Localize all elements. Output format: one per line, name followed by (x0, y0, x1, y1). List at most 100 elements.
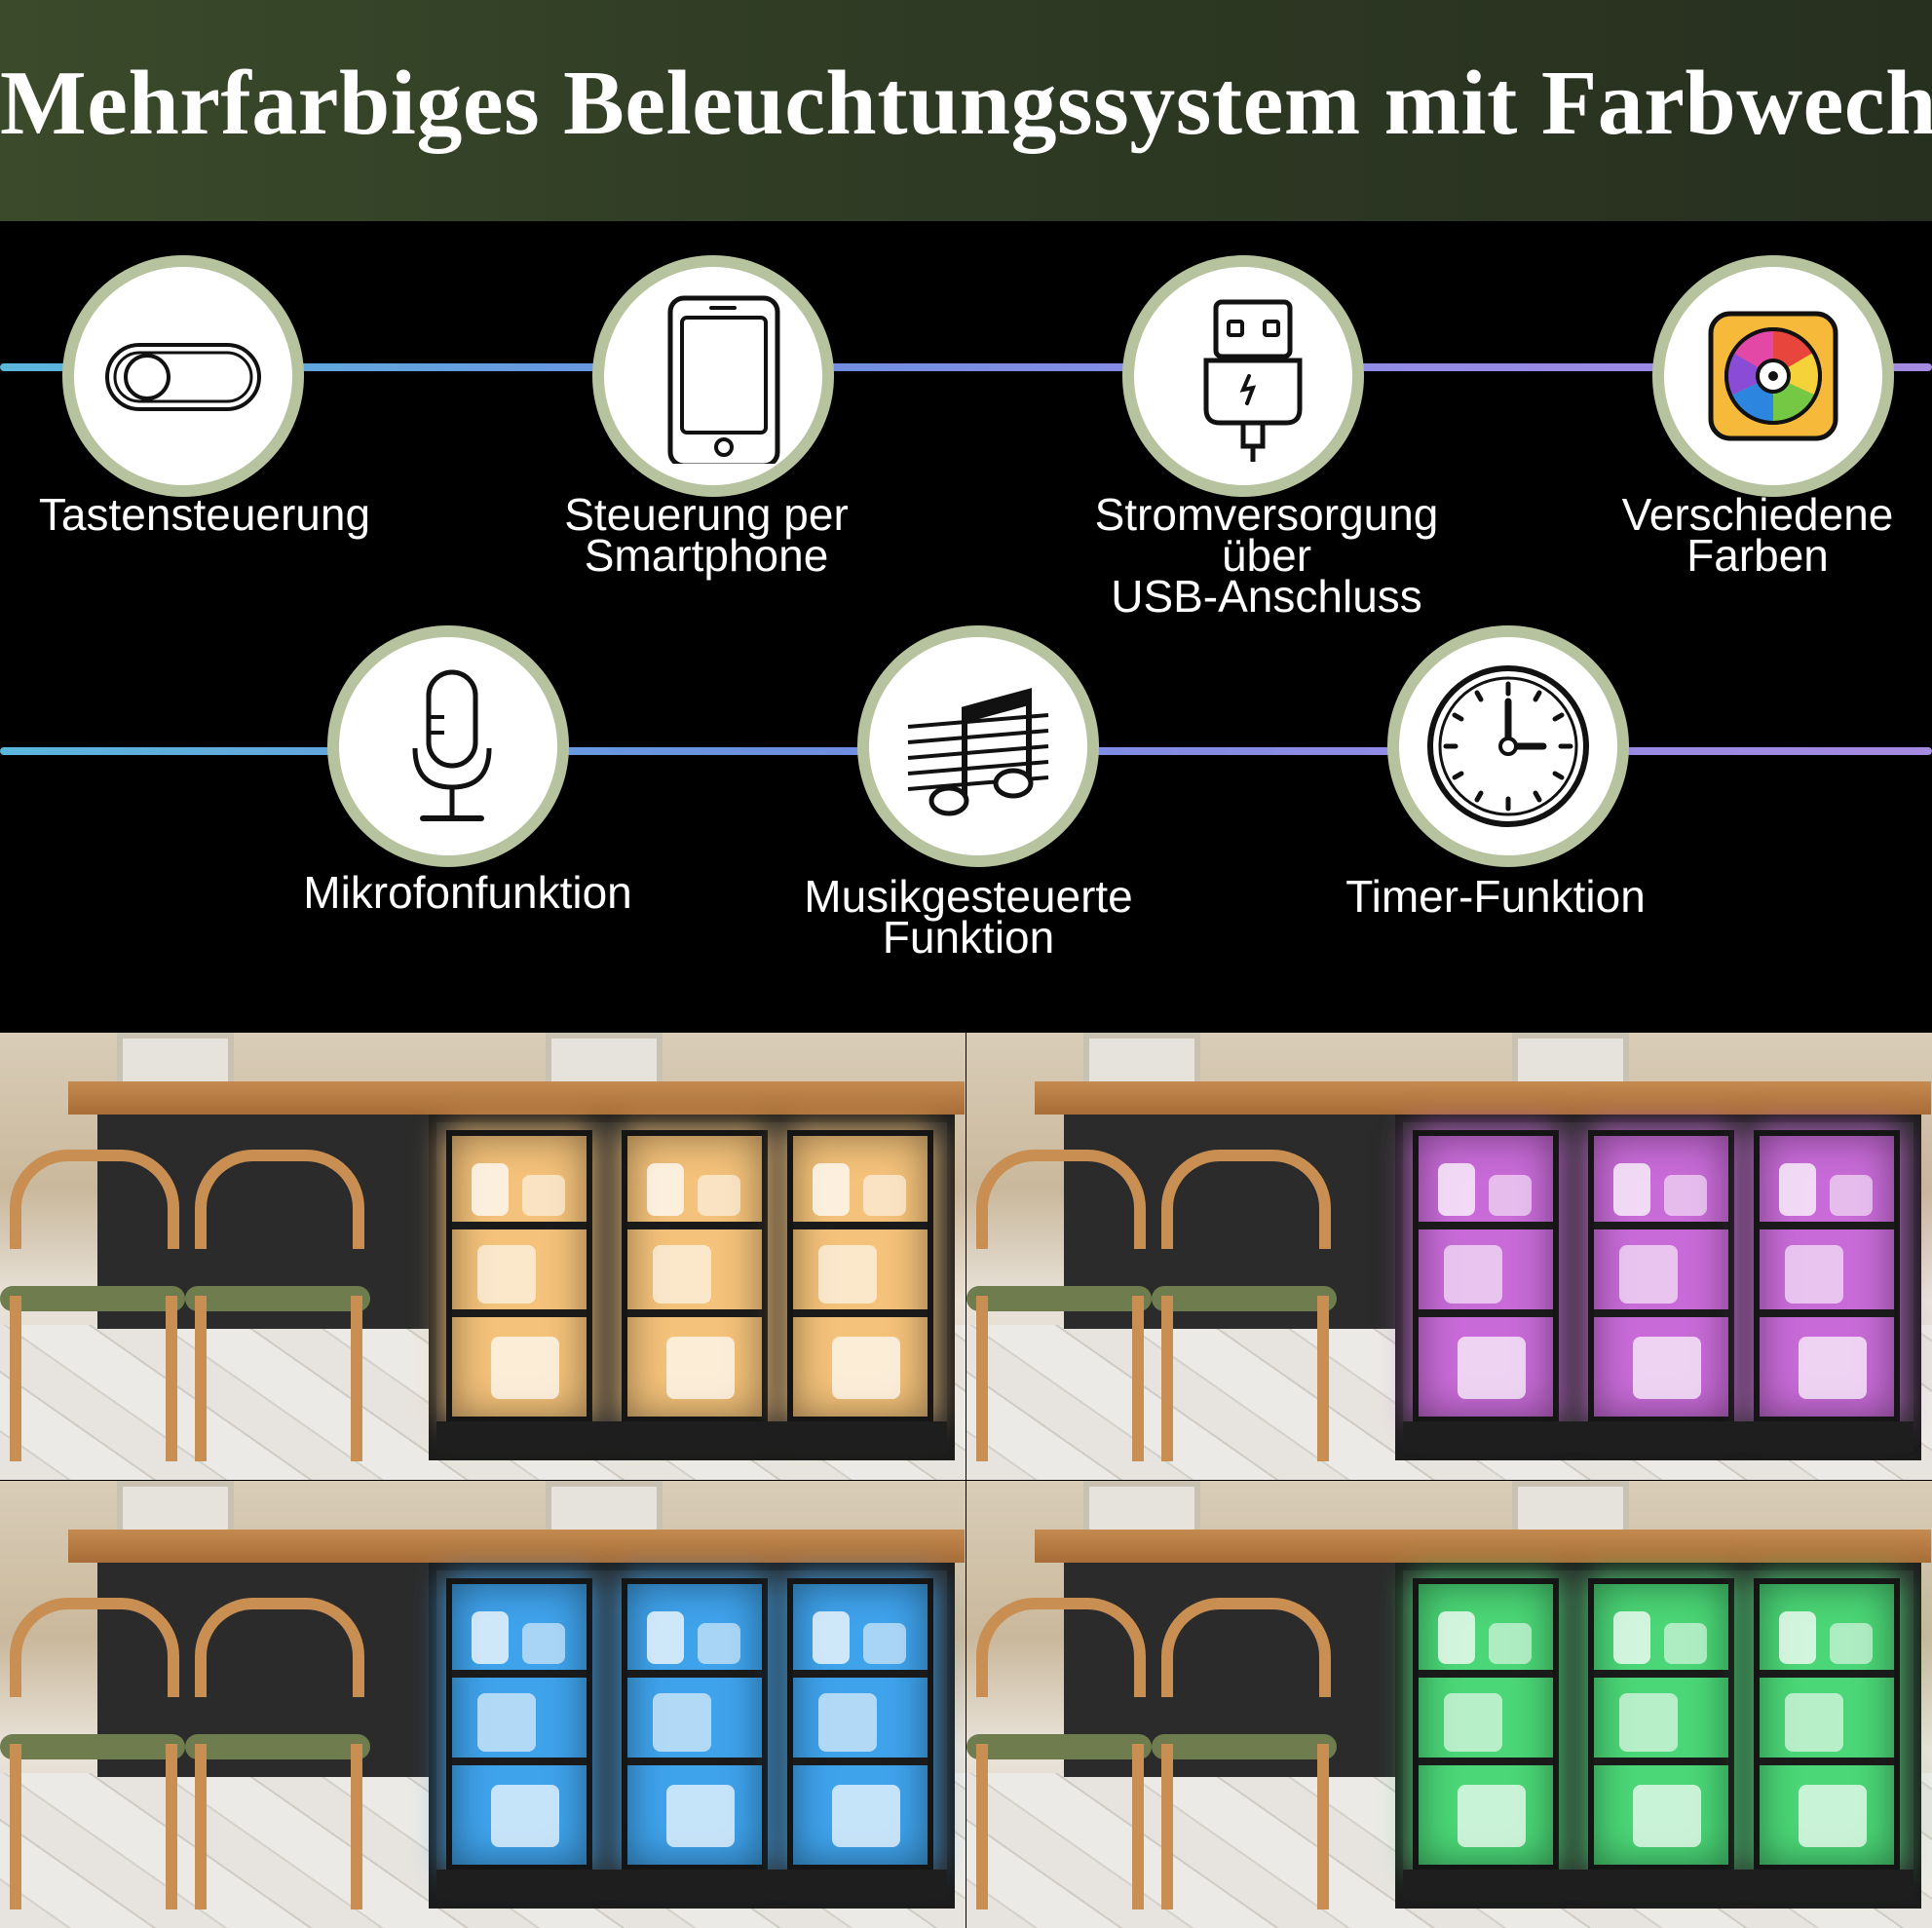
microphone-icon (412, 669, 492, 821)
cabinet-shelf (627, 1758, 762, 1765)
feature-icon-circle (857, 625, 1099, 867)
color-wheel-icon (1708, 311, 1838, 441)
shelf-item (1458, 1337, 1526, 1399)
cabinet-shelf (1594, 1222, 1728, 1229)
shelf-item (813, 1163, 850, 1216)
shelf-item (1785, 1245, 1843, 1304)
toggle-switch-icon (105, 343, 261, 411)
shelf-item (1830, 1175, 1873, 1216)
chair-seat (0, 1286, 185, 1311)
shelf-item (1458, 1785, 1526, 1847)
chair-seat (1152, 1734, 1337, 1759)
shelf-item (863, 1175, 906, 1216)
shelf-item (818, 1245, 877, 1304)
shelf-item (818, 1693, 877, 1752)
chair-seat (966, 1286, 1152, 1311)
cabinet-door (1754, 1130, 1900, 1422)
cabinet-plinth (1403, 1421, 1913, 1453)
feature-label: Tastensteuerung (38, 489, 371, 540)
shelf-item (522, 1175, 565, 1216)
cabinet-shelf (1760, 1309, 1894, 1317)
shelf-item (832, 1337, 900, 1399)
cabinet-shelf (452, 1758, 587, 1765)
chair-leg (195, 1296, 207, 1461)
cabinet-door (446, 1130, 592, 1422)
smartphone-icon (667, 295, 780, 464)
shelf-item (1613, 1611, 1650, 1664)
chair-leg (10, 1744, 21, 1909)
chair-back (195, 1150, 364, 1249)
feature-icon-circle (327, 625, 569, 867)
shelf-item (477, 1693, 536, 1752)
chair-seat (966, 1734, 1152, 1759)
chair-leg (351, 1744, 362, 1909)
cabinet-shelf (1760, 1222, 1894, 1229)
shelf-item (666, 1785, 735, 1847)
cabinet-shelf (1419, 1309, 1553, 1317)
shelf-item (1799, 1337, 1867, 1399)
chair-leg (1161, 1744, 1173, 1909)
cabinet-shelf (1419, 1758, 1553, 1765)
cabinet-shelf (1594, 1758, 1728, 1765)
feature-label: Timer-Funktion (1345, 871, 1646, 922)
shelf-item (1613, 1163, 1650, 1216)
shelf-item (647, 1611, 684, 1664)
cabinet-door (787, 1130, 933, 1422)
title-banner: Mehrfarbiges Beleuchtungssystem mit Farb… (0, 0, 1932, 221)
cabinet-plinth (436, 1421, 947, 1453)
feature-icon-circle (1122, 255, 1364, 497)
chair-leg (1317, 1296, 1329, 1461)
shelf-item (1619, 1245, 1678, 1304)
shelf-item (1830, 1623, 1873, 1664)
shelf-item (653, 1693, 711, 1752)
chair-back (10, 1150, 179, 1249)
cabinet-shelf (627, 1670, 762, 1678)
chair-leg (1161, 1296, 1173, 1461)
shelf-item (1438, 1611, 1475, 1664)
shelf-item (1633, 1785, 1701, 1847)
chair-leg (1317, 1744, 1329, 1909)
wood-countertop (68, 1530, 965, 1563)
cabinet-door (1588, 1578, 1734, 1871)
cabinet-door (1588, 1130, 1734, 1422)
shelf-item (1438, 1163, 1475, 1216)
cabinet-shelf (793, 1670, 928, 1678)
shelf-item (1664, 1623, 1707, 1664)
usb-plug-icon (1203, 299, 1303, 462)
chair-back (976, 1598, 1146, 1697)
shelf-item (666, 1337, 735, 1399)
wood-countertop (1035, 1530, 1931, 1563)
chair-back (10, 1598, 179, 1697)
cabinet-photo-blue (0, 1481, 966, 1928)
wood-countertop (68, 1081, 965, 1115)
cabinet-door (1754, 1578, 1900, 1871)
feature-icon-circle (62, 255, 304, 497)
cabinet-photo-purple (966, 1033, 1932, 1480)
cabinet-shelf (452, 1309, 587, 1317)
shelf-item (491, 1785, 559, 1847)
chair-leg (166, 1296, 177, 1461)
chair-leg (1132, 1744, 1144, 1909)
cabinet-photo-green (966, 1481, 1932, 1928)
shelf-item (1779, 1163, 1816, 1216)
cabinet-shelf (1760, 1670, 1894, 1678)
shelf-item (813, 1611, 850, 1664)
connector-line-top (0, 363, 1932, 371)
chair-seat (185, 1734, 370, 1759)
shelf-item (1633, 1337, 1701, 1399)
shelf-item (1664, 1175, 1707, 1216)
shelf-item (491, 1337, 559, 1399)
cabinet-shelf (1760, 1758, 1894, 1765)
cabinet-shelf (793, 1309, 928, 1317)
shelf-item (477, 1245, 536, 1304)
cabinet-shelf (452, 1222, 587, 1229)
cabinet-door (622, 1578, 768, 1871)
cabinet-door (446, 1578, 592, 1871)
shelf-item (1619, 1693, 1678, 1752)
cabinet-photo-warm (0, 1033, 966, 1480)
chair-back (1161, 1150, 1331, 1249)
chair-leg (351, 1296, 362, 1461)
music-notes-icon (907, 688, 1049, 816)
